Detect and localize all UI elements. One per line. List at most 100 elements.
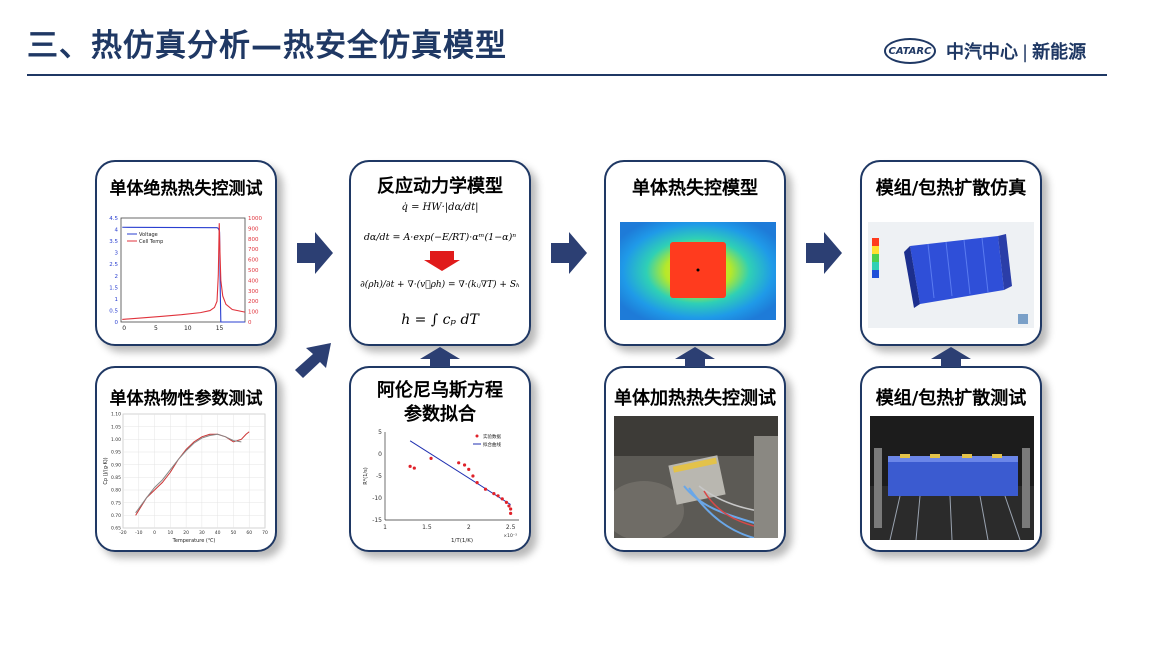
card-module-test: 模组/包热扩散测试 bbox=[860, 366, 1042, 552]
y-right-tick-label: 200 bbox=[248, 299, 259, 305]
legend-label: 实验数据 bbox=[483, 433, 501, 440]
y-axis-label: Cp (J/(g·K)) bbox=[103, 457, 109, 484]
data-point bbox=[467, 468, 470, 471]
logo-text: 中汽中心|新能源 bbox=[946, 38, 1086, 64]
y-left-tick-label: 3 bbox=[115, 251, 119, 257]
adiabatic-chart: 00.511.522.533.544.501002003004005006007… bbox=[101, 212, 271, 342]
y-left-tick-label: 1.5 bbox=[109, 285, 118, 291]
card-title: 单体绝热热失控测试 bbox=[97, 174, 275, 199]
legend-label: Cell Temp bbox=[139, 239, 163, 245]
page-title: 三、热仿真分析—热安全仿真模型 bbox=[27, 20, 507, 65]
card-cell-runaway-model: 单体热失控模型 bbox=[604, 160, 786, 346]
y-right-tick-label: 700 bbox=[248, 247, 259, 253]
legend-label: 拟合曲线 bbox=[483, 441, 501, 448]
logo-subname: 新能源 bbox=[1032, 42, 1086, 63]
arrow-right-icon bbox=[297, 232, 333, 274]
y-tick-label: -15 bbox=[372, 517, 382, 524]
card-title: 反应动力学模型 bbox=[351, 172, 529, 198]
temperature-contour-image bbox=[620, 222, 776, 320]
plot-frame bbox=[123, 414, 265, 528]
cp-chart: 0.650.700.750.800.850.900.951.001.051.10… bbox=[99, 410, 273, 550]
y-right-tick-label: 300 bbox=[248, 289, 259, 295]
y-left-tick-label: 1 bbox=[115, 297, 119, 303]
arrow-up-icon bbox=[931, 347, 971, 367]
y-left-tick-label: 4 bbox=[115, 228, 119, 234]
card-title: 单体加热热失控测试 bbox=[606, 384, 784, 410]
y-tick-label: 1.05 bbox=[111, 424, 121, 430]
module-test-photo bbox=[870, 416, 1034, 540]
x-tick-label: 15 bbox=[216, 325, 224, 332]
data-point bbox=[509, 512, 512, 515]
data-point bbox=[457, 461, 460, 464]
x-exponent-label: ×10⁻³ bbox=[503, 533, 517, 539]
y-tick-label: 1.00 bbox=[111, 437, 121, 443]
y-left-tick-label: 0 bbox=[115, 320, 119, 326]
x-tick-label: 70 bbox=[262, 530, 268, 536]
y-left-tick-label: 2.5 bbox=[109, 262, 118, 268]
y-right-tick-label: 600 bbox=[248, 258, 259, 264]
y-tick-label: 0.90 bbox=[111, 462, 121, 468]
x-tick-label: 1 bbox=[383, 524, 387, 531]
data-point bbox=[471, 474, 474, 477]
logo: CATARC 中汽中心|新能源 bbox=[884, 36, 1086, 66]
card-kinetics-model: 反应动力学模型 q̇ = HW·|dα/dt| dα/dt = A·exp(−E… bbox=[349, 160, 531, 346]
x-tick-label: 10 bbox=[167, 530, 173, 536]
y-right-tick-label: 100 bbox=[248, 310, 259, 316]
logo-badge: CATARC bbox=[884, 38, 936, 64]
x-tick-label: 60 bbox=[246, 530, 252, 536]
x-axis-label: Temperature (℃) bbox=[172, 538, 216, 544]
x-tick-label: 40 bbox=[215, 530, 221, 536]
x-tick-label: 5 bbox=[154, 325, 158, 332]
arrhenius-chart: 50-5-10-1511.522.5×10⁻³1/T(1/K)R*(1/s)实验… bbox=[357, 428, 527, 548]
legend-label: Voltage bbox=[139, 232, 158, 238]
equation-reaction-rate: dα/dt = A·exp(−E/RT)·αᵐ(1−α)ⁿ bbox=[351, 232, 529, 243]
x-tick-label: -10 bbox=[135, 530, 142, 536]
y-left-tick-label: 0.5 bbox=[109, 308, 118, 314]
data-point bbox=[463, 463, 466, 466]
y-tick-label: 5 bbox=[378, 429, 382, 436]
y-right-tick-label: 500 bbox=[248, 268, 259, 274]
data-point bbox=[413, 466, 416, 469]
x-axis-label: 1/T(1/K) bbox=[451, 538, 473, 544]
y-right-tick-label: 400 bbox=[248, 278, 259, 284]
y-tick-label: -5 bbox=[376, 473, 382, 480]
y-tick-label: 0.85 bbox=[111, 475, 121, 481]
logo-separator: | bbox=[1022, 42, 1028, 63]
card-cell-heating-test: 单体加热热失控测试 bbox=[604, 366, 786, 552]
legend-marker bbox=[476, 435, 479, 438]
x-tick-label: 20 bbox=[183, 530, 189, 536]
card-title: 模组/包热扩散仿真 bbox=[862, 174, 1040, 200]
logo-name: 中汽中心 bbox=[946, 42, 1018, 63]
arrow-right-icon bbox=[551, 232, 587, 274]
y-tick-label: 0.75 bbox=[111, 500, 121, 506]
card-title-line1: 阿伦尼乌斯方程 bbox=[351, 376, 529, 402]
data-point bbox=[496, 494, 499, 497]
x-tick-label: 2.5 bbox=[506, 524, 516, 531]
card-title: 模组/包热扩散测试 bbox=[862, 384, 1040, 410]
y-right-tick-label: 800 bbox=[248, 237, 259, 243]
test-rig-photo bbox=[614, 416, 778, 538]
data-point bbox=[505, 501, 508, 504]
equation-enthalpy: h = ∫ cₚ dT bbox=[351, 312, 529, 328]
card-module-sim: 模组/包热扩散仿真 bbox=[860, 160, 1042, 346]
x-tick-label: 0 bbox=[153, 530, 156, 536]
y-tick-label: 0.70 bbox=[111, 513, 121, 519]
x-tick-label: 50 bbox=[231, 530, 237, 536]
arrow-diagonal-icon bbox=[293, 340, 333, 380]
card-title: 单体热失控模型 bbox=[606, 174, 784, 200]
arrow-up-icon bbox=[675, 347, 715, 367]
card-title-line2: 参数拟合 bbox=[351, 400, 529, 426]
x-tick-label: 2 bbox=[467, 524, 471, 531]
arrow-right-icon bbox=[806, 232, 842, 274]
down-arrow-icon bbox=[422, 251, 462, 271]
y-tick-label: 0.80 bbox=[111, 488, 121, 494]
equation-energy: ∂(ρh)/∂t + ∇·(v⃗ρh) = ∇·(kᵢⱼ∇T) + Sₕ bbox=[351, 280, 529, 290]
y-left-tick-label: 3.5 bbox=[109, 239, 118, 245]
y-tick-label: 0.95 bbox=[111, 450, 121, 456]
equation-heat-rate: q̇ = HW·|dα/dt| bbox=[351, 202, 529, 213]
data-point bbox=[484, 488, 487, 491]
x-tick-label: -20 bbox=[119, 530, 126, 536]
y-left-tick-label: 4.5 bbox=[109, 216, 118, 222]
y-tick-label: 0 bbox=[378, 451, 382, 458]
